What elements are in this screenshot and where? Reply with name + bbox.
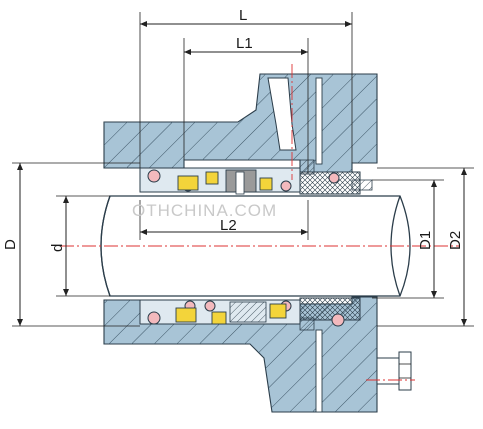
dimension-label-L1: L1 — [236, 35, 253, 52]
centerlines — [60, 64, 460, 381]
o-ring — [280, 180, 292, 192]
dimension-lines — [17, 21, 467, 326]
dimension-label-d: d — [49, 244, 66, 252]
o-ring — [204, 300, 216, 312]
upper-seal-internals — [139, 159, 373, 195]
o-ring — [328, 172, 340, 184]
watermark-text: OTHCHINA.COM — [132, 201, 277, 220]
gland-bolt — [376, 351, 412, 391]
dimension-label-D: D — [2, 239, 19, 250]
dimension-label-D2: D2 — [447, 231, 464, 250]
o-ring — [331, 313, 345, 327]
o-ring — [147, 169, 161, 183]
lower-seal-internals — [139, 297, 361, 331]
upper-housing — [103, 73, 378, 173]
o-ring — [147, 311, 161, 325]
dimension-label-L: L — [239, 7, 247, 24]
dimension-label-D1: D1 — [417, 231, 434, 250]
dimension-label-L2: L2 — [220, 217, 237, 234]
